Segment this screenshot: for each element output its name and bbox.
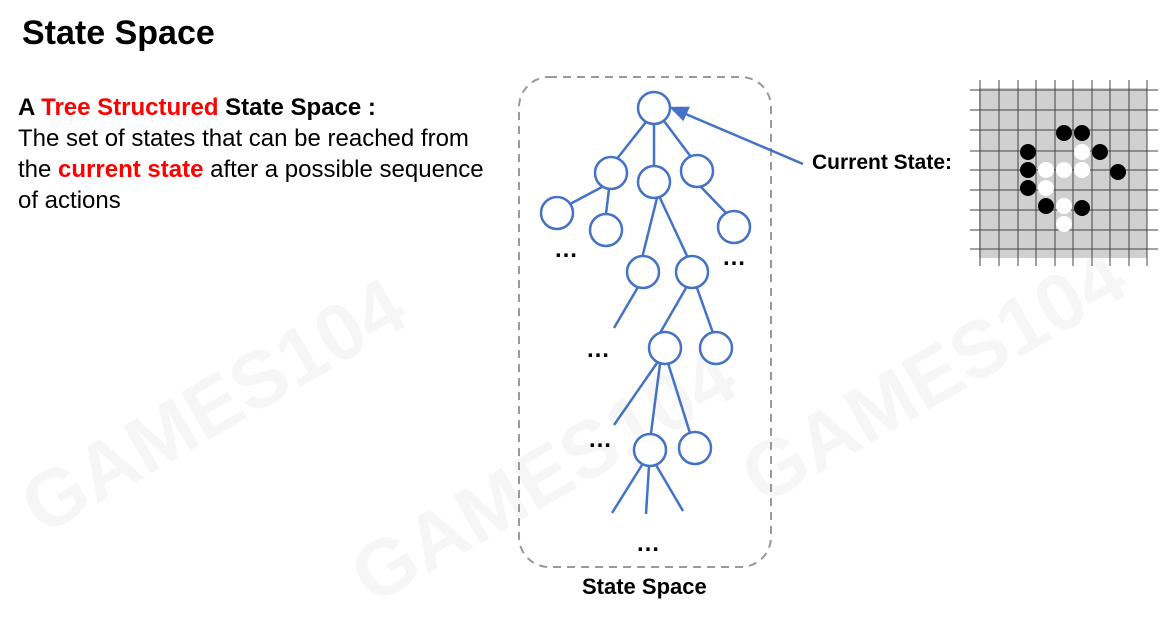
tree-edge [644,465,651,515]
tree-node [632,432,668,468]
tree-edge [612,286,640,329]
tree-node [677,430,713,466]
tree-edge [649,363,662,434]
ellipsis: … [554,236,579,263]
tree-edge [700,186,727,214]
go-board [970,80,1158,266]
black-stone [1110,164,1126,180]
tree-node [679,153,715,189]
description-prefix: A [18,94,42,121]
tree-edge [640,197,659,259]
tree-edge [658,287,688,334]
current-state-highlight: current state [58,156,204,183]
tree-edge [569,185,603,206]
tree-node-root [636,90,672,126]
black-stone [1038,198,1054,214]
black-stone [1020,162,1036,178]
tree-node [539,195,575,231]
current-state-label: Current State: [812,151,953,174]
black-stone [1020,180,1036,196]
description-text-b: after a possible sequence of actions [18,156,484,214]
ellipsis: … [588,426,613,453]
tree-structured-highlight: Tree Structured [41,94,219,121]
tree-node [647,330,683,366]
tree-caption: State Space [582,574,707,599]
white-stone [1056,162,1072,178]
tree-node [674,254,710,290]
description-text-a: The set of states that can be reached fr… [18,125,469,183]
ellipsis: … [636,530,661,557]
tree-edge [612,362,659,426]
black-stone [1074,125,1090,141]
description: A Tree Structured State Space : The set … [18,92,488,216]
white-stone [1038,162,1054,178]
state-space-diagram [518,76,1158,568]
tree-node [716,209,752,245]
white-stone [1038,180,1054,196]
tree-node [625,254,661,290]
tree-node [636,164,672,200]
tree-edge [604,188,611,215]
tree-node [593,155,629,191]
arrow-head [668,106,690,122]
tree-edge [695,287,715,334]
description-heading-rest: State Space : [218,94,376,121]
tree-edge [654,464,685,512]
tree-node [698,330,734,366]
current-state-arrow [680,110,804,166]
ellipsis: … [722,244,747,271]
black-stone [1074,200,1090,216]
white-stone [1074,162,1090,178]
white-stone [1056,216,1072,232]
tree-edge [663,120,692,158]
white-stone [1074,144,1090,160]
page-title: State Space [22,14,215,52]
black-stone [1056,125,1072,141]
ellipsis: … [586,336,611,363]
tree-edge [615,121,647,161]
tree-edge [666,362,692,434]
black-stone [1092,144,1108,160]
tree-edge [658,197,690,259]
tree-edge [610,464,644,514]
black-stone [1020,144,1036,160]
state-space-container [518,76,772,568]
white-stone [1056,198,1072,214]
tree-node [588,212,624,248]
